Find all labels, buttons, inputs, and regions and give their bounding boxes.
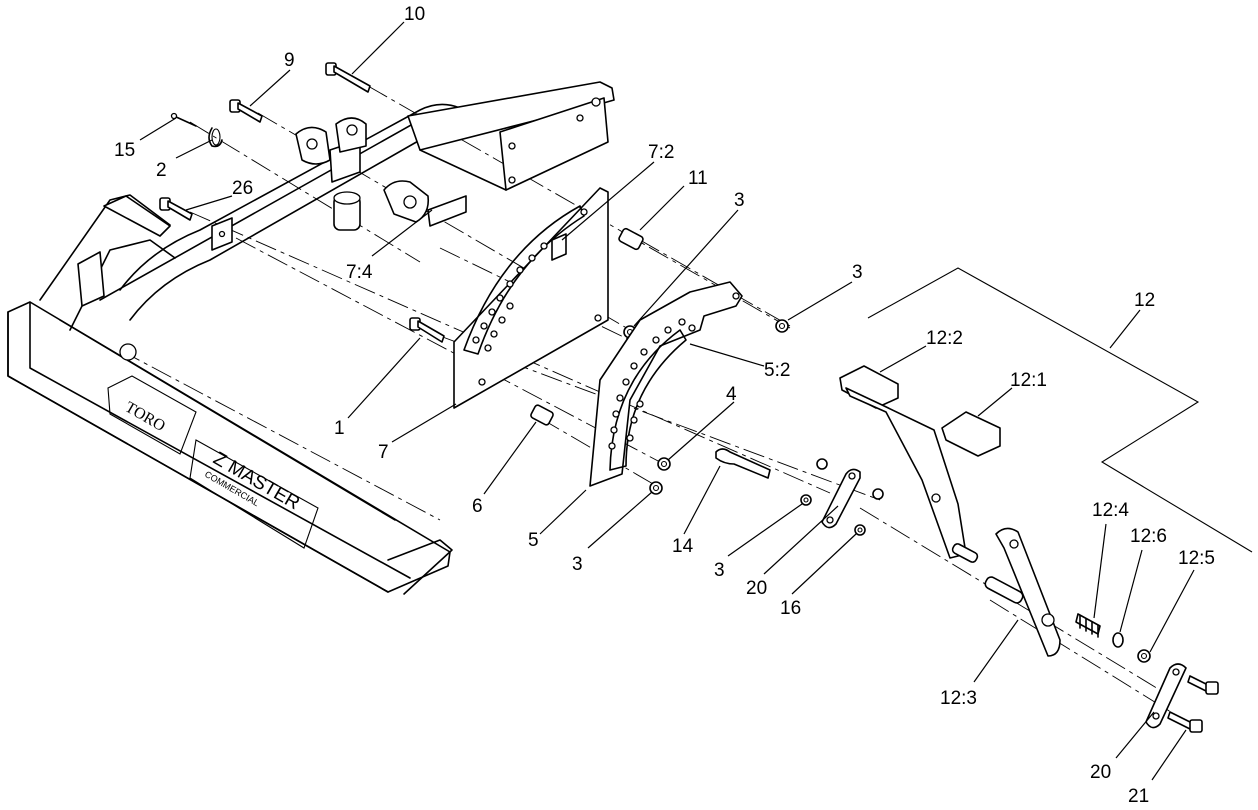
bolt-10 — [325, 62, 371, 93]
bolts-21 — [1167, 675, 1219, 733]
leader-lines — [139, 21, 1195, 781]
callout-1: 1 — [334, 418, 345, 439]
callout-12-3: 12:3 — [940, 688, 977, 709]
callout-5-2: 5:2 — [764, 360, 790, 381]
callout-2: 2 — [156, 160, 167, 181]
deck-lift-frame — [7, 103, 461, 595]
pedal-assembly-12 — [839, 267, 1253, 663]
nut-3-d — [800, 494, 812, 506]
callout-12-1: 12:1 — [1010, 370, 1047, 391]
callout-6: 6 — [472, 496, 483, 517]
bolt-26 — [159, 197, 193, 221]
callout-7: 7 — [378, 442, 389, 463]
callout-20-b: 20 — [1090, 762, 1111, 783]
callout-15: 15 — [114, 140, 135, 161]
callout-3-b: 3 — [852, 262, 863, 283]
callout-21: 21 — [1128, 786, 1149, 807]
callout-20-a: 20 — [746, 578, 767, 599]
nut-3-c — [649, 481, 663, 495]
bolt-1 — [409, 317, 445, 343]
link-20-upper — [821, 468, 861, 529]
callout-12-4: 12:4 — [1092, 500, 1129, 521]
callout-9: 9 — [284, 50, 295, 71]
callout-26: 26 — [232, 178, 253, 199]
spacer-6 — [530, 404, 554, 426]
callout-5: 5 — [528, 530, 539, 551]
callout-7-2: 7:2 — [648, 142, 674, 163]
height-of-cut-plate-5 — [589, 281, 743, 487]
height-of-cut-plate-7 — [453, 187, 609, 409]
clip-2 — [208, 127, 223, 148]
callout-16: 16 — [780, 598, 801, 619]
callout-11: 11 — [688, 168, 708, 189]
bolt-9 — [229, 99, 263, 123]
callout-7-4: 7:4 — [346, 262, 373, 283]
callout-4: 4 — [726, 384, 737, 405]
callout-14: 14 — [672, 536, 694, 557]
callout-12-5: 12:5 — [1178, 548, 1215, 569]
nut-16 — [854, 524, 866, 536]
callout-12-2: 12:2 — [926, 328, 963, 349]
callout-numbers: 10 9 15 2 26 7:2 11 3 3 7:4 12 12:2 12:1… — [114, 4, 1215, 807]
upper-pivot-bracket — [211, 81, 615, 251]
callout-10: 10 — [404, 4, 425, 25]
callout-3-c: 3 — [572, 554, 583, 575]
callout-3-a: 3 — [734, 190, 745, 211]
callout-12: 12 — [1134, 290, 1155, 311]
callout-3-d: 3 — [714, 560, 725, 581]
link-20-lower — [1145, 663, 1187, 729]
pin-14 — [715, 448, 771, 479]
cotter-pin-15 — [170, 112, 197, 127]
nut-top — [816, 458, 884, 500]
nut-4 — [657, 457, 671, 471]
callout-12-6: 12:6 — [1130, 526, 1167, 547]
nut-3-b — [775, 319, 789, 333]
spacer-11 — [618, 227, 644, 251]
